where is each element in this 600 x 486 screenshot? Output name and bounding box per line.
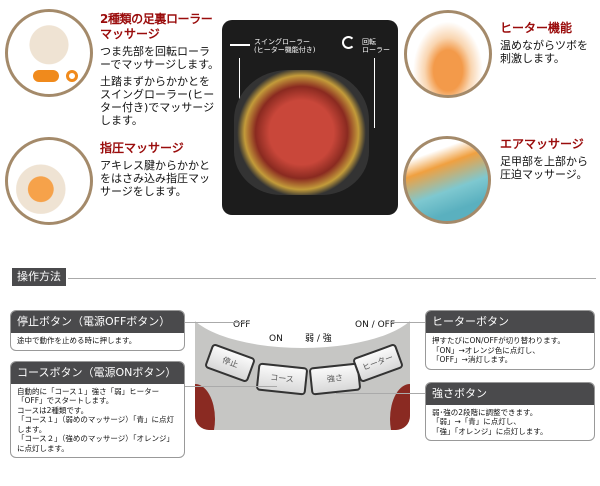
box-line: 途中で動作を止める時に押します。 <box>17 336 137 345</box>
box-line: コースは2種類です。 <box>17 405 89 415</box>
feature-text-shiatsu: アキレス腱からかかとをはさみ込み指圧マッサージをします。 <box>100 159 210 198</box>
box-title: コースボタン（電源ONボタン） <box>11 361 184 384</box>
feature-title-shiatsu: 指圧マッサージ <box>100 141 184 155</box>
title-line: マッサージ <box>100 27 160 41</box>
feature-title-air: エアマッサージ <box>500 137 584 151</box>
box-line: 押すたびにON/OFFが切り替わります。 <box>432 336 565 345</box>
left-info-column: 停止ボタン（電源OFFボタン） 途中で動作を止める時に押します。 コースボタン（… <box>10 310 185 458</box>
leader-line <box>336 393 425 394</box>
right-feature-column: ヒーター機能 温めながらツボを刺激します。 エアマッサージ 足甲部を上部から圧迫… <box>500 21 596 185</box>
massager-body <box>234 70 369 195</box>
strength-label: 弱 / 強 <box>305 334 332 344</box>
course-button-info: コースボタン（電源ONボタン） 自動的に「コース１」強さ「弱」ヒーター 「OFF… <box>10 360 185 458</box>
box-line: 自動的に「コース１」強さ「弱」ヒーター <box>17 386 160 396</box>
leader-line <box>185 322 247 323</box>
box-title: ヒーターボタン <box>426 311 594 333</box>
cushion <box>195 384 215 430</box>
strength-button-info: 強さボタン 弱･強の2段階に調整できます。 「弱」→「青」に点灯し、 「強」「オ… <box>425 381 595 441</box>
swing-roller-label: スイングローラー(ヒーター機能付き) <box>254 38 315 54</box>
feature-title-roller: 2種類の足裏ローラーマッサージ <box>100 12 220 42</box>
box-line: 「ON」→オレンジ色に点灯し、 <box>432 345 540 355</box>
heater-button-info: ヒーターボタン 押すたびにON/OFFが切り替わります。 「ON」→オレンジ色に… <box>425 310 595 370</box>
rotate-icon <box>342 36 355 49</box>
label-line: ローラー <box>362 46 390 54</box>
right-info-column: ヒーターボタン 押すたびにON/OFFが切り替わります。 「ON」→オレンジ色に… <box>425 310 595 441</box>
stop-button-info: 停止ボタン（電源OFFボタン） 途中で動作を止める時に押します。 <box>10 310 185 351</box>
foot-roller-image <box>5 9 93 97</box>
control-panel-image: OFF ON 弱 / 強 ON / OFF 停止 コース 強さ ヒーター <box>195 318 410 430</box>
on-label: ON <box>269 334 283 344</box>
feature-text-heater: 温めながらツボを刺激します。 <box>500 39 588 65</box>
swing-arrow-icon <box>230 44 250 46</box>
label-line: (ヒーター機能付き) <box>254 46 316 54</box>
roller-icon <box>33 70 59 82</box>
label-line: 回転 <box>362 38 376 46</box>
box-body: 途中で動作を止める時に押します。 <box>11 333 184 350</box>
box-line: 「コース２」（強めのマッサージ）「オレンジ」に点灯します。 <box>17 434 174 453</box>
off-label: OFF <box>233 320 251 330</box>
rotate-roller-label: 回転ローラー <box>362 38 390 54</box>
feature-text-air: 足甲部を上部から圧迫マッサージ。 <box>500 155 588 181</box>
box-line: 「強」「オレンジ」に点灯します。 <box>432 426 548 436</box>
box-title: 強さボタン <box>426 382 594 405</box>
heater-image <box>404 10 492 98</box>
heater-button[interactable]: ヒーター <box>351 342 405 384</box>
section-title: 操作方法 <box>12 268 66 286</box>
box-line: 「弱」→「青」に点灯し、 <box>432 417 521 426</box>
title-line: 2種類の足裏ローラー <box>100 12 213 26</box>
product-diagram: スイングローラー(ヒーター機能付き) 回転ローラー <box>222 20 398 215</box>
leader-line <box>374 58 375 128</box>
box-body: 弱･強の2段階に調整できます。 「弱」→「青」に点灯し、 「強」「オレンジ」に点… <box>426 405 594 441</box>
left-feature-column: 2種類の足裏ローラーマッサージ つま先部を回転ローラーでマッサージします。 土踏… <box>100 12 220 202</box>
divider <box>68 278 596 279</box>
leader-line <box>185 386 277 387</box>
box-line: 「OFF」でスタートします。 <box>17 396 114 405</box>
feature-text-roller-1: つま先部を回転ローラーでマッサージします。 <box>100 45 220 71</box>
leader-line <box>390 322 425 323</box>
label-line: スイングローラー <box>254 38 310 46</box>
course-button[interactable]: コース <box>255 362 309 396</box>
shiatsu-image <box>5 137 93 225</box>
strength-button[interactable]: 強さ <box>308 362 362 396</box>
box-line: 「OFF」→消灯します。 <box>432 355 513 364</box>
onoff-label: ON / OFF <box>355 320 396 330</box>
stop-button[interactable]: 停止 <box>203 342 257 384</box>
rotate-roller-icon <box>66 70 78 82</box>
box-body: 押すたびにON/OFFが切り替わります。 「ON」→オレンジ色に点灯し、 「OF… <box>426 333 594 369</box>
feature-title-heater: ヒーター機能 <box>500 21 573 35</box>
box-line: 「コース１」（弱めのマッサージ）「青」に点灯します。 <box>17 415 174 434</box>
box-title: 停止ボタン（電源OFFボタン） <box>11 311 184 333</box>
cushion <box>390 384 410 430</box>
feature-text-roller-2: 土踏まずからかかとをスイングローラー(ヒーター付き)でマッサージします。 <box>100 75 215 127</box>
box-line: 弱･強の2段階に調整できます。 <box>432 407 538 417</box>
air-massage-image <box>403 136 491 224</box>
box-body: 自動的に「コース１」強さ「弱」ヒーター 「OFF」でスタートします。 コースは2… <box>11 384 184 458</box>
